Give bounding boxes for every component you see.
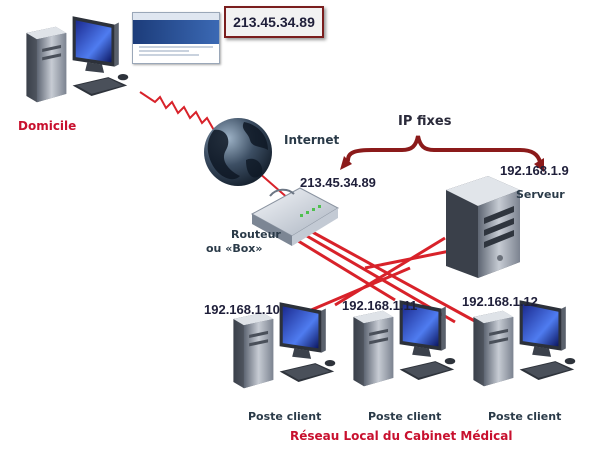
home-computer-icon [26, 16, 129, 103]
link-server-bus [334, 236, 446, 307]
server-ip-label: 192.168.1.9 [500, 163, 569, 178]
router-icon [250, 187, 340, 246]
brace-arrow-left [340, 156, 352, 170]
client-computer-3-icon [473, 300, 576, 387]
client-computer-2-icon [353, 300, 456, 387]
link-router-client-2 [289, 234, 396, 302]
brace-arrow-right [534, 158, 544, 172]
link-server-client [364, 248, 456, 270]
connection-dialog-thumbnail [132, 12, 220, 64]
link-internet-router [257, 171, 291, 201]
poste-client-2-label: Poste client [368, 410, 442, 423]
serveur-label: Serveur [516, 188, 565, 201]
poste-client-1-label: Poste client [248, 410, 322, 423]
ip-fixes-label: IP fixes [398, 114, 452, 129]
poste-client-3-label: Poste client [488, 410, 562, 423]
public-ip-callout: 213.45.34.89 [224, 6, 324, 38]
box-label: ou «Box» [206, 242, 263, 255]
server-icon [446, 176, 520, 278]
internet-label: Internet [284, 133, 340, 147]
ip-fixes-brace [346, 135, 542, 164]
globe-icon [204, 118, 272, 186]
client-ip-3-label: 192.168.1.12 [462, 294, 538, 309]
client-ip-2-label: 192.168.1.11 [342, 298, 418, 313]
router-public-ip-label: 213.45.34.89 [300, 175, 376, 190]
link-home-internet [139, 91, 216, 133]
routeur-label: Routeur [231, 228, 281, 241]
domicile-label: Domicile [18, 119, 77, 133]
client-ip-1-label: 192.168.1.10 [204, 302, 280, 317]
network-caption: Réseau Local du Cabinet Médical [290, 429, 513, 443]
